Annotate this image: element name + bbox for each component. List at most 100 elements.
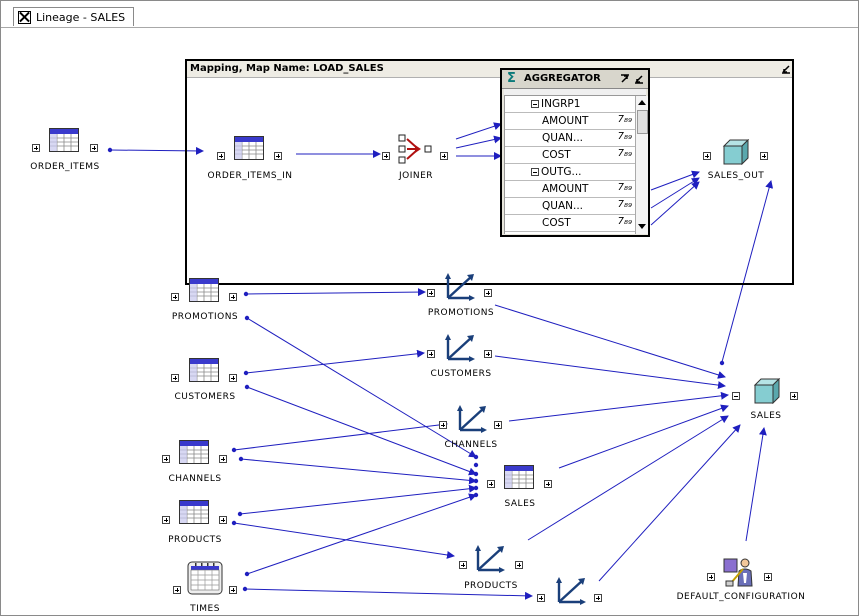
edge-point	[244, 384, 250, 390]
expand-icon[interactable]	[760, 152, 768, 160]
mapping-title: Mapping, Map Name: LOAD_SALES	[190, 63, 384, 74]
expand-icon[interactable]	[440, 152, 448, 160]
scroll-thumb[interactable]	[637, 110, 648, 134]
edge	[244, 588, 533, 600]
table-icon[interactable]	[49, 128, 79, 156]
edge-point	[243, 370, 249, 376]
collapse-icon[interactable]	[531, 100, 539, 108]
cube-icon[interactable]	[722, 138, 750, 169]
expand-icon[interactable]	[274, 152, 282, 160]
edge	[455, 135, 502, 149]
expand-icon[interactable]	[382, 152, 390, 160]
expand-icon[interactable]	[484, 350, 492, 358]
dim-icon[interactable]	[457, 405, 487, 437]
attribute-label: AMOUNT	[542, 115, 589, 127]
joiner-icon[interactable]	[398, 134, 434, 168]
tab-lineage-sales[interactable]: Lineage - SALES	[13, 7, 135, 26]
edge-point	[231, 520, 237, 526]
edge	[527, 415, 729, 541]
expand-icon[interactable]	[90, 144, 98, 152]
node-label: TIMES	[190, 604, 220, 614]
aggregator-header: Σ AGGREGATOR	[502, 70, 648, 89]
number-type-icon: 7₈₉	[617, 148, 632, 159]
expand-icon[interactable]	[229, 374, 237, 382]
expand-icon[interactable]	[537, 594, 545, 602]
node-label: JOINER	[398, 171, 434, 181]
attribute-group-row[interactable]: OUTG...	[505, 164, 635, 181]
scroll-up-icon[interactable]	[638, 100, 646, 105]
dim-icon[interactable]	[475, 545, 505, 577]
expand-icon[interactable]	[439, 421, 447, 429]
config-icon[interactable]	[723, 555, 757, 591]
node-label: SALES	[504, 499, 536, 509]
expand-icon[interactable]	[217, 152, 225, 160]
expand-icon[interactable]	[594, 594, 602, 602]
expand-icon[interactable]	[703, 152, 711, 160]
edge-point	[243, 291, 249, 297]
attribute-label: QUAN...	[542, 132, 584, 144]
expand-icon[interactable]	[515, 561, 523, 569]
table-icon[interactable]	[189, 278, 219, 306]
mapping-title-bar: Mapping, Map Name: LOAD_SALES	[187, 61, 792, 78]
dim-icon[interactable]	[445, 334, 475, 366]
expand-icon[interactable]	[229, 586, 237, 594]
expand-icon[interactable]	[487, 480, 495, 488]
expand-icon[interactable]	[427, 289, 435, 297]
expand-icon[interactable]	[173, 586, 181, 594]
expand-icon[interactable]	[494, 421, 502, 429]
minimize-icon[interactable]	[634, 74, 644, 84]
expand-icon[interactable]	[219, 516, 227, 524]
expand-icon[interactable]	[790, 392, 798, 400]
scroll-down-icon[interactable]	[638, 224, 646, 229]
attribute-row[interactable]: QUAN... 7₈₉	[505, 198, 635, 215]
expand-icon[interactable]	[544, 480, 552, 488]
aggregator-scrollbar[interactable]	[635, 96, 648, 234]
collapse-icon[interactable]	[732, 392, 740, 400]
expand-icon[interactable]	[707, 573, 715, 581]
attribute-label: COST	[542, 149, 571, 161]
expand-icon[interactable]	[459, 561, 467, 569]
edge-point	[244, 315, 250, 321]
edge	[558, 404, 729, 469]
table-icon[interactable]	[234, 136, 264, 164]
cube-icon[interactable]	[753, 377, 781, 408]
table-icon[interactable]	[189, 358, 219, 386]
close-icon[interactable]	[18, 10, 31, 24]
edge-point	[231, 447, 237, 453]
expand-icon[interactable]	[427, 350, 435, 358]
table-icon[interactable]	[179, 500, 209, 528]
times-icon[interactable]	[187, 561, 223, 599]
dim-icon[interactable]	[556, 577, 586, 609]
table-icon[interactable]	[504, 465, 534, 493]
dim-icon[interactable]	[445, 273, 475, 305]
expand-icon[interactable]	[32, 144, 40, 152]
maximize-icon[interactable]	[620, 74, 630, 84]
expand-icon[interactable]	[229, 293, 237, 301]
edge	[239, 484, 477, 515]
aggregator-operator[interactable]: Σ AGGREGATOR INGRP1 AMOUNT 7₈₉	[500, 68, 650, 237]
attribute-row[interactable]: AMOUNT 7₈₉	[505, 181, 635, 198]
node-label: ORDER_ITEMS_IN	[207, 171, 293, 181]
expand-icon[interactable]	[219, 455, 227, 463]
minimize-icon[interactable]	[781, 64, 791, 74]
expand-icon[interactable]	[171, 293, 179, 301]
attribute-row[interactable]: COST 7₈₉	[505, 215, 635, 232]
attribute-group-row[interactable]: INGRP1	[505, 96, 635, 113]
attribute-row[interactable]: QUAN... 7₈₉	[505, 130, 635, 147]
number-type-icon: 7₈₉	[617, 216, 632, 227]
attribute-row[interactable]: COST 7₈₉	[505, 147, 635, 164]
collapse-icon[interactable]	[531, 168, 539, 176]
expand-icon[interactable]	[171, 374, 179, 382]
node-label: CUSTOMERS	[430, 369, 492, 379]
expand-icon[interactable]	[162, 516, 170, 524]
expand-icon[interactable]	[484, 289, 492, 297]
edge-point	[238, 456, 244, 462]
attribute-row[interactable]: AMOUNT 7₈₉	[505, 113, 635, 130]
expand-icon[interactable]	[162, 455, 170, 463]
edge	[246, 386, 477, 476]
expand-icon[interactable]	[764, 573, 772, 581]
table-icon[interactable]	[179, 440, 209, 468]
lineage-canvas[interactable]: Mapping, Map Name: LOAD_SALES Σ AGGREGAT…	[1, 28, 858, 615]
node-label: CHANNELS	[168, 474, 222, 484]
